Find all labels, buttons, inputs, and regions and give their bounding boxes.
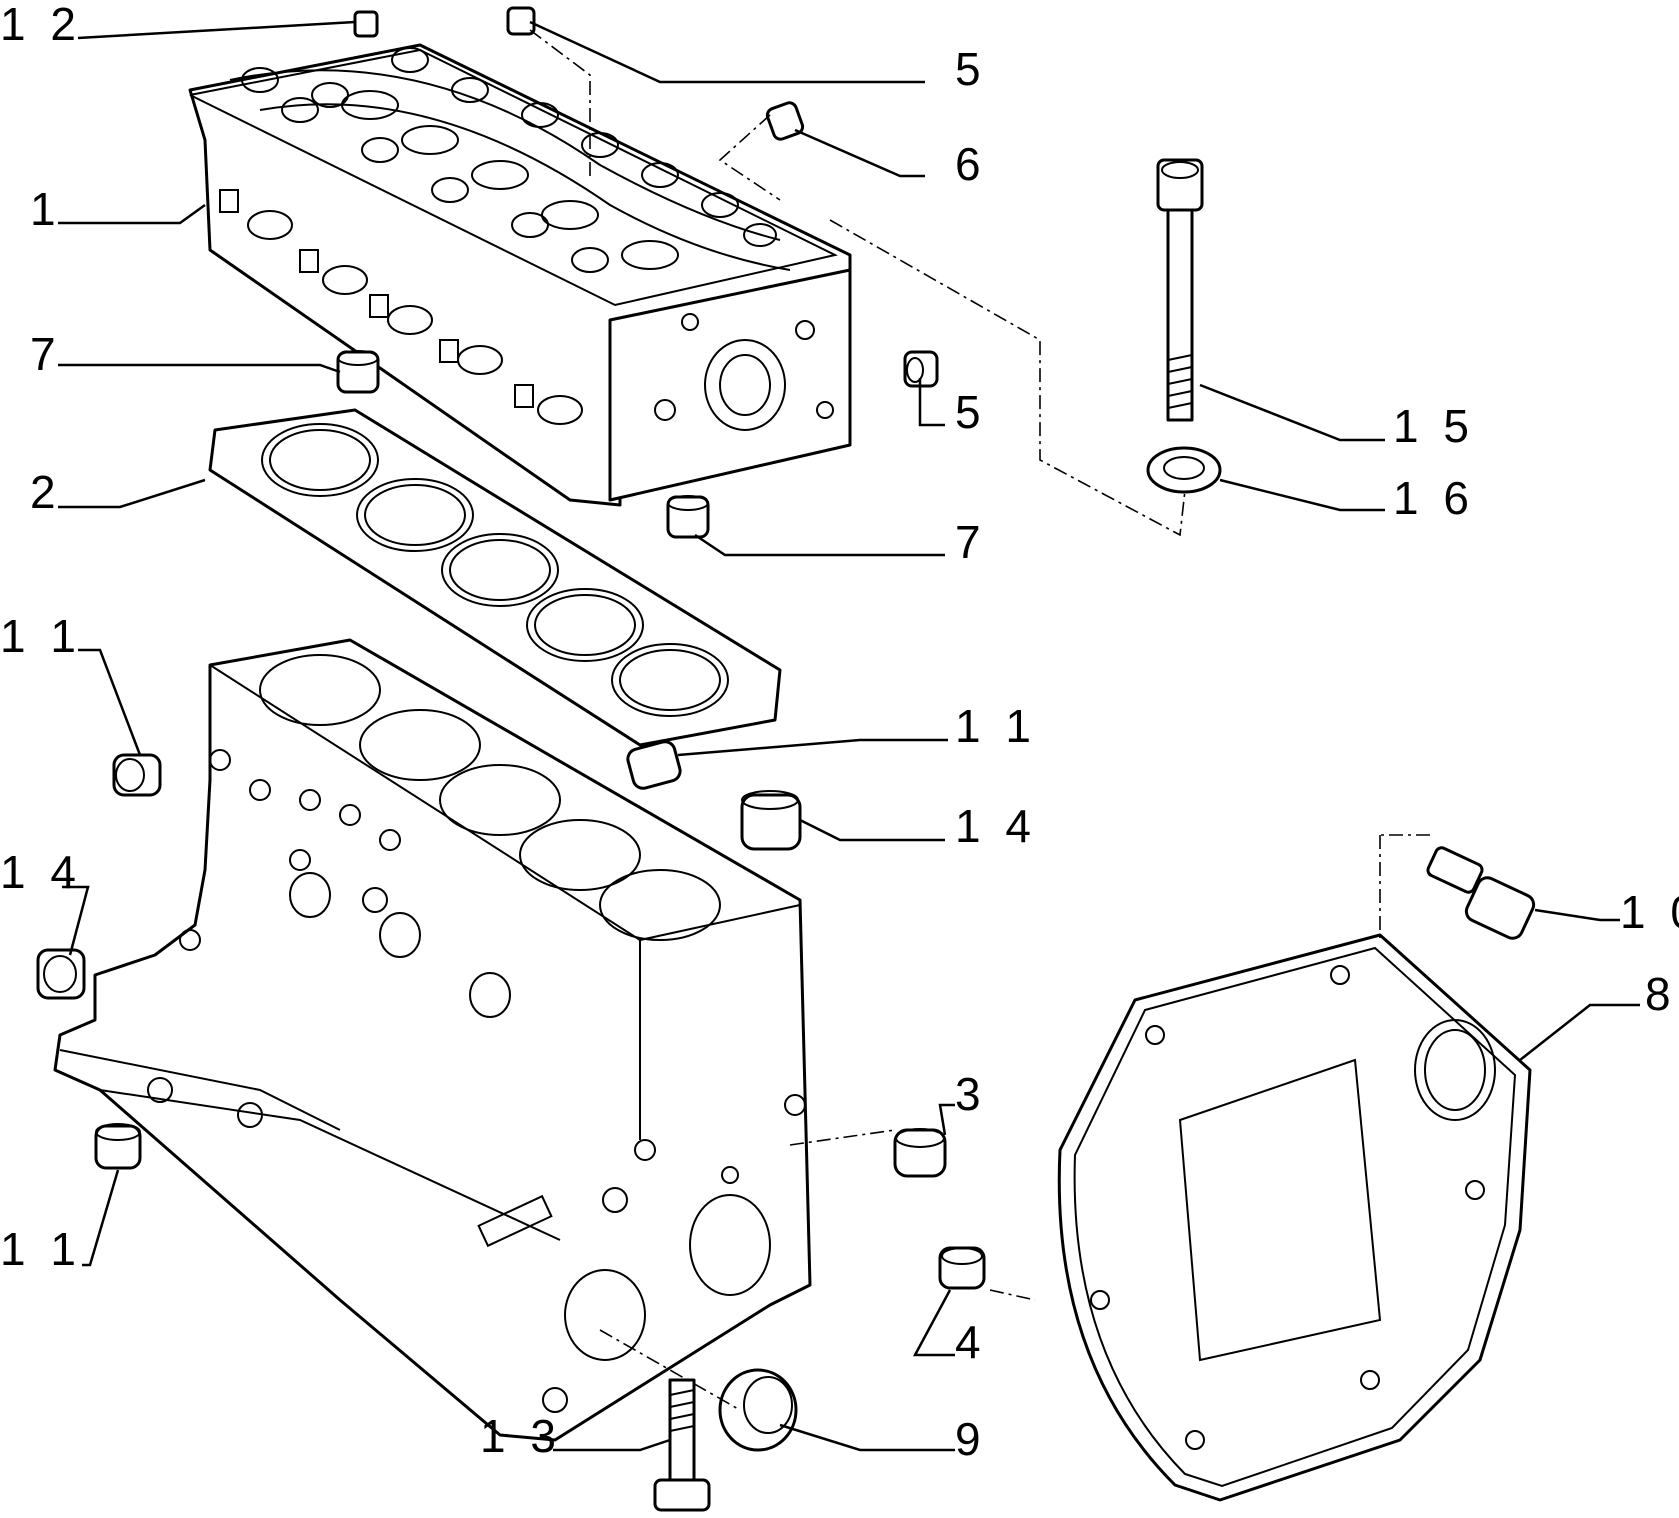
plug-5-right — [903, 350, 939, 388]
bush-3 — [893, 1128, 947, 1178]
label-7-right: 7 — [955, 516, 987, 568]
label-1: 1 — [30, 183, 62, 235]
label-13: 1 3 — [480, 1410, 562, 1462]
bolt-13 — [653, 1378, 711, 1512]
sleeve-14-right — [740, 790, 802, 851]
plug-6 — [765, 101, 805, 141]
label-9: 9 — [955, 1413, 987, 1465]
label-11-mid: 1 1 — [955, 700, 1037, 752]
bush-4 — [938, 1246, 986, 1290]
label-8: 8 — [1645, 968, 1677, 1020]
label-11-bottom: 1 1 — [0, 1223, 82, 1275]
label-3: 3 — [955, 1068, 987, 1120]
label-10: 1 0 — [1620, 886, 1679, 938]
label-16: 1 6 — [1393, 472, 1475, 524]
label-11-topleft: 1 1 — [0, 610, 82, 662]
label-15: 1 5 — [1393, 400, 1475, 452]
callout-labels: 1 2 5 6 1 1 5 7 5 1 6 2 7 1 1 1 1 1 4 1 … — [0, 0, 1679, 1465]
dowel-7-left — [336, 350, 380, 394]
head-bolt-15 — [1156, 158, 1204, 422]
label-5-top: 5 — [955, 43, 987, 95]
washer-16 — [1146, 446, 1222, 494]
leader-lines — [58, 20, 1640, 1452]
seal-9 — [718, 1368, 798, 1452]
cylinder-block — [53, 638, 812, 1442]
dowel-7-right — [666, 495, 710, 539]
label-5-right: 5 — [955, 386, 987, 438]
plug-11-bottom — [94, 1123, 142, 1170]
drain-plug-10 — [1426, 846, 1536, 940]
label-2: 2 — [30, 466, 62, 518]
label-12: 1 2 — [0, 0, 82, 50]
plug-11-topleft — [112, 753, 162, 797]
head-gasket — [208, 408, 782, 747]
sleeve-14-left — [36, 948, 86, 1000]
plug-11-mid — [626, 740, 682, 790]
label-7-left: 7 — [30, 328, 62, 380]
plug-12 — [353, 10, 379, 38]
label-14-left: 1 4 — [0, 846, 82, 898]
centerlines — [529, 29, 1430, 1411]
label-4: 4 — [955, 1316, 987, 1368]
label-6: 6 — [955, 138, 987, 190]
rear-cover-plate — [1057, 933, 1532, 1502]
cylinder-head — [188, 43, 852, 507]
label-14-right: 1 4 — [955, 800, 1037, 852]
plug-5-top — [506, 6, 536, 36]
